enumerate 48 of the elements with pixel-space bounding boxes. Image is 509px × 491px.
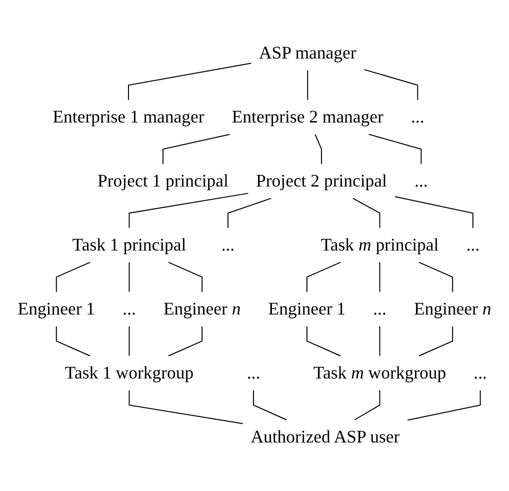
node-text: ...	[410, 107, 424, 127]
node-text: Engineer n	[163, 299, 241, 319]
node-text: Authorized ASP user	[250, 427, 400, 447]
node-text: Task 1 principal	[72, 235, 186, 255]
connector	[368, 134, 422, 165]
node-text: Task m workgroup	[313, 363, 446, 383]
connector	[128, 193, 249, 229]
node-text: Engineer n	[414, 299, 492, 319]
connector	[162, 134, 230, 165]
connector	[379, 262, 380, 293]
connector	[56, 326, 90, 357]
connector	[418, 326, 454, 357]
node-text: ...	[466, 235, 480, 255]
node-text: Project 1 principal	[98, 171, 228, 191]
node-text: Engineer 1	[268, 299, 346, 319]
node-text: Engineer 1	[18, 299, 96, 319]
connector	[364, 69, 418, 101]
node-text: ...	[474, 363, 487, 383]
connector	[407, 390, 481, 421]
node-text: ...	[414, 171, 428, 191]
node-text: ...	[122, 299, 136, 319]
node-text: Task 1 workgroup	[64, 363, 194, 383]
node-text: ...	[246, 363, 260, 383]
connector	[168, 262, 203, 293]
node-text: Task m principal	[320, 235, 439, 255]
connector	[128, 326, 130, 357]
connector	[128, 262, 130, 293]
connector	[128, 390, 244, 425]
connector	[306, 326, 342, 357]
connector	[379, 326, 380, 357]
node-text: ASP manager	[258, 43, 356, 63]
connector	[352, 198, 380, 229]
connector	[314, 134, 322, 165]
connector	[168, 326, 203, 357]
node-text: Enterprise 2 manager	[232, 107, 384, 127]
connector	[56, 262, 90, 293]
connector	[227, 198, 272, 229]
connector	[307, 70, 308, 101]
node-text: Project 2 principal	[256, 171, 387, 191]
connector	[394, 196, 474, 229]
connector	[306, 262, 342, 293]
connector	[354, 390, 380, 421]
connector	[253, 390, 288, 421]
connector	[128, 63, 252, 101]
node-text: ...	[221, 235, 235, 255]
connector	[418, 262, 454, 293]
node-text: Enterprise 1 manager	[52, 107, 204, 127]
node-text: ...	[373, 299, 386, 319]
